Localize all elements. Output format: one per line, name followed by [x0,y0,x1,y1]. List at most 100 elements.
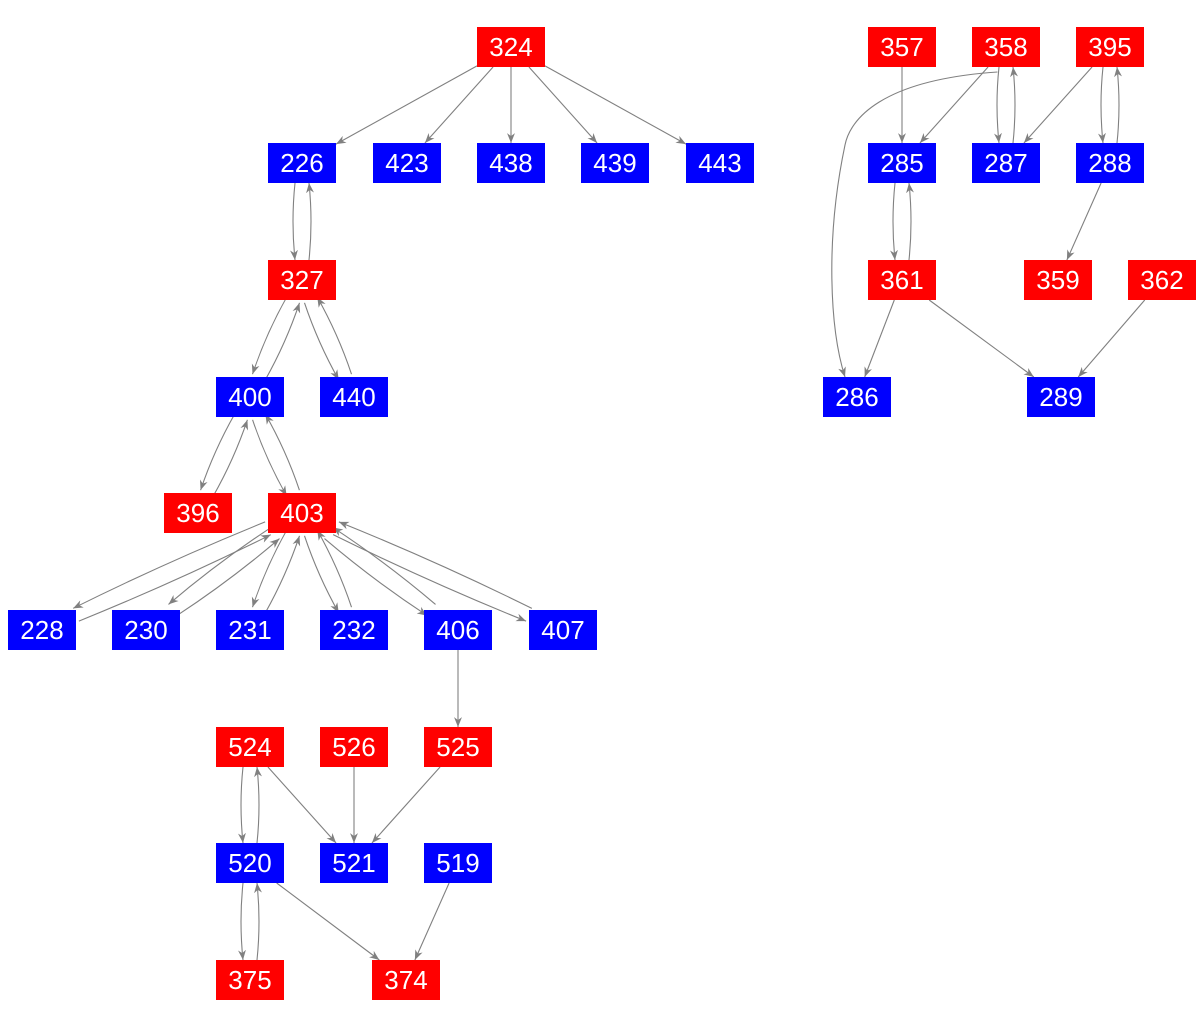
node-label: 403 [280,498,323,528]
node-525: 525 [424,727,492,767]
edge-361-to-285 [906,182,914,261]
node-label: 406 [436,615,479,645]
node-521: 521 [320,843,388,883]
node-label: 359 [1036,265,1079,295]
edge-327-to-226 [306,182,314,261]
node-label: 524 [228,732,271,762]
edge-395-to-288 [1098,66,1106,144]
node-289: 289 [1027,377,1095,417]
node-box [477,143,545,183]
node-box [868,143,936,183]
edge-400-to-327 [264,302,301,381]
node-524: 524 [216,727,284,767]
edge-403-to-232 [303,535,340,614]
node-box [268,260,336,300]
edge-361-to-289 [928,299,1035,378]
edge-285-to-361 [890,182,898,261]
node-box [529,610,597,650]
edge-395-to-287 [1023,66,1093,144]
edge-403-to-406 [324,538,428,617]
node-439: 439 [581,143,649,183]
edge-440-to-327 [316,296,353,375]
edge-400-to-403 [252,419,288,497]
edge-403-to-228 [72,521,266,609]
node-362: 362 [1128,260,1196,300]
node-438: 438 [477,143,545,183]
edge-400-to-396 [199,413,236,491]
node-label: 231 [228,615,271,645]
node-label: 230 [124,615,167,645]
node-label: 407 [541,615,584,645]
node-box [112,610,180,650]
node-358: 358 [972,27,1040,67]
edge-324-to-423 [424,66,494,144]
node-327: 327 [268,260,336,300]
node-box [1128,260,1196,300]
edge-231-to-403 [264,535,301,614]
edge-519-to-374 [414,882,450,961]
node-label: 362 [1140,265,1183,295]
node-287: 287 [972,143,1040,183]
node-228: 228 [8,610,76,650]
node-395: 395 [1076,27,1144,67]
node-288: 288 [1076,143,1144,183]
node-407: 407 [529,610,597,650]
node-440: 440 [320,377,388,417]
node-400: 400 [216,377,284,417]
node-box [1076,143,1144,183]
node-label: 395 [1088,32,1131,62]
node-box [372,960,440,1000]
node-label: 423 [385,148,428,178]
node-box [268,493,336,533]
edge-230-to-403 [176,538,280,617]
node-box [868,27,936,67]
edge-406-to-403 [332,526,436,605]
edge-520-to-524 [254,766,262,844]
node-box [1027,377,1095,417]
node-403: 403 [268,493,336,533]
node-box [972,143,1040,183]
node-443: 443 [686,143,754,183]
node-label: 526 [332,732,375,762]
node-box [424,610,492,650]
node-226: 226 [268,143,336,183]
node-box [1076,27,1144,67]
node-box [320,610,388,650]
node-232: 232 [320,610,388,650]
edge-358-to-287 [994,66,1002,144]
edge-288-to-359 [1066,182,1102,261]
node-box [216,377,284,417]
node-box [1024,260,1092,300]
node-231: 231 [216,610,284,650]
node-324: 324 [477,27,545,67]
node-box [320,843,388,883]
node-box [216,843,284,883]
node-box [164,493,232,533]
node-label: 287 [984,148,1027,178]
edge-520-to-375 [238,882,246,961]
node-box [581,143,649,183]
edge-226-to-327 [290,182,298,261]
node-box [8,610,76,650]
node-375: 375 [216,960,284,1000]
edge-396-to-400 [212,419,249,497]
node-label: 375 [228,965,271,995]
node-label: 521 [332,848,375,878]
node-box [868,260,936,300]
node-label: 361 [880,265,923,295]
edge-324-to-443 [544,65,687,145]
node-label: 327 [280,265,323,295]
edge-324-to-439 [528,66,598,144]
node-label: 289 [1039,382,1082,412]
node-box [320,727,388,767]
node-box [424,843,492,883]
node-box [477,27,545,67]
edge-327-to-400 [251,296,288,375]
edge-327-to-440 [303,302,340,381]
node-519: 519 [424,843,492,883]
node-label: 232 [332,615,375,645]
node-label: 285 [880,148,923,178]
node-box [216,727,284,767]
node-286: 286 [823,377,891,417]
node-423: 423 [373,143,441,183]
